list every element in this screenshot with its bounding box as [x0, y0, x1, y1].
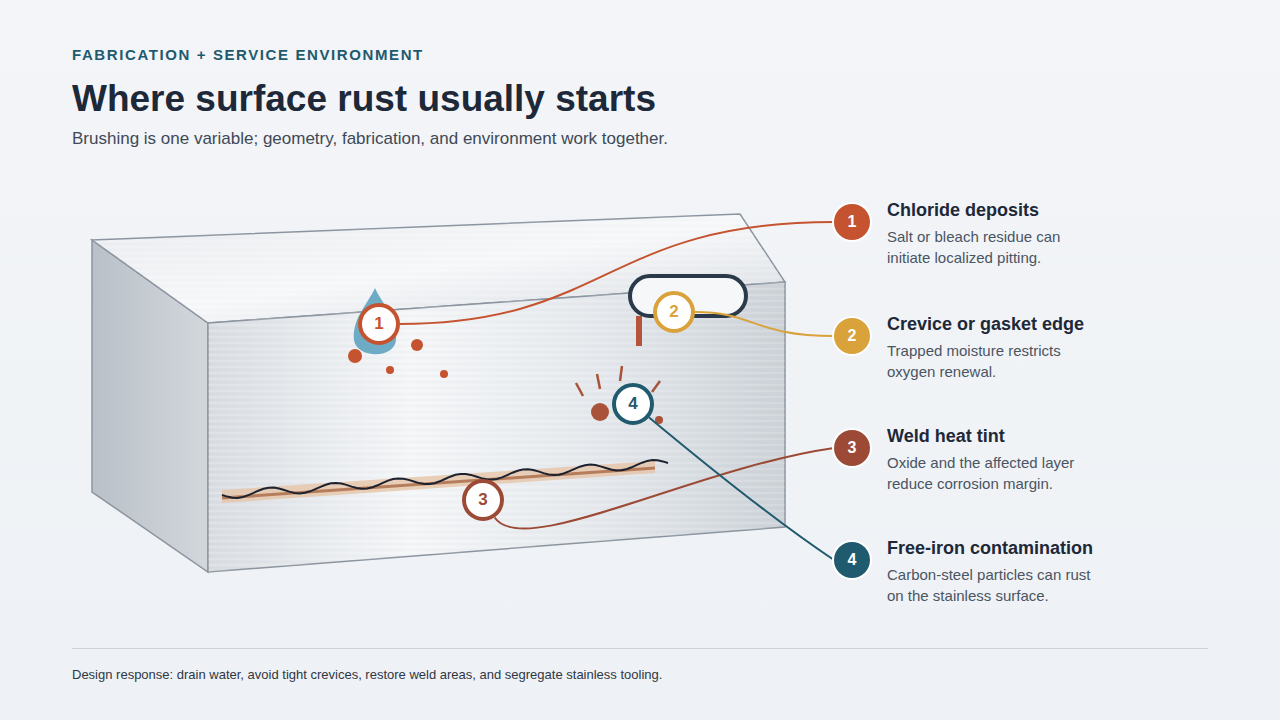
- callout-number: 1: [848, 213, 857, 231]
- callout-number-circle: 3: [834, 430, 870, 466]
- callout-text: Chloride depositsSalt or bleach residue …: [887, 198, 1117, 268]
- leader-line: [695, 312, 834, 336]
- callout-number-circle: 2: [834, 318, 870, 354]
- callout-number: 3: [848, 439, 857, 457]
- callout-number-circle: 3: [462, 479, 504, 521]
- callout-number: 4: [848, 551, 857, 569]
- callout-text: Free-iron contaminationCarbon-steel part…: [887, 536, 1117, 606]
- subtitle: Brushing is one variable; geometry, fabr…: [72, 129, 668, 149]
- leader-line: [400, 222, 834, 324]
- callout-heading: Chloride deposits: [887, 198, 1117, 222]
- callout-heading: Free-iron contamination: [887, 536, 1117, 560]
- callout-text: Crevice or gasket edgeTrapped moisture r…: [887, 312, 1117, 382]
- callout-number-circle: 4: [612, 383, 654, 425]
- callout-description: Carbon-steel particles can rust on the s…: [887, 564, 1102, 606]
- callout-number: 4: [628, 394, 637, 414]
- callout-description: Oxide and the affected layer reduce corr…: [887, 452, 1102, 494]
- callout-number: 2: [848, 327, 857, 345]
- callout-text: Weld heat tintOxide and the affected lay…: [887, 424, 1117, 494]
- callout-number-circle: 4: [834, 542, 870, 578]
- callout-number-circle: 1: [358, 303, 400, 345]
- callout-number: 1: [374, 314, 383, 334]
- callout-description: Salt or bleach residue can initiate loca…: [887, 226, 1102, 268]
- callout-description: Trapped moisture restricts oxygen renewa…: [887, 340, 1102, 382]
- leader-line: [649, 417, 834, 560]
- footer-note: Design response: drain water, avoid tigh…: [72, 667, 662, 682]
- callout-heading: Weld heat tint: [887, 424, 1117, 448]
- eyebrow-label: FABRICATION + SERVICE ENVIRONMENT: [72, 46, 424, 63]
- title: Where surface rust usually starts: [72, 78, 656, 120]
- callout-heading: Crevice or gasket edge: [887, 312, 1117, 336]
- leader-line: [495, 448, 834, 529]
- callout-number-circle: 2: [653, 291, 695, 333]
- footer-rule: [72, 648, 1208, 649]
- callout-number: 2: [669, 302, 678, 322]
- callout-number-circle: 1: [834, 204, 870, 240]
- callout-number: 3: [478, 490, 487, 510]
